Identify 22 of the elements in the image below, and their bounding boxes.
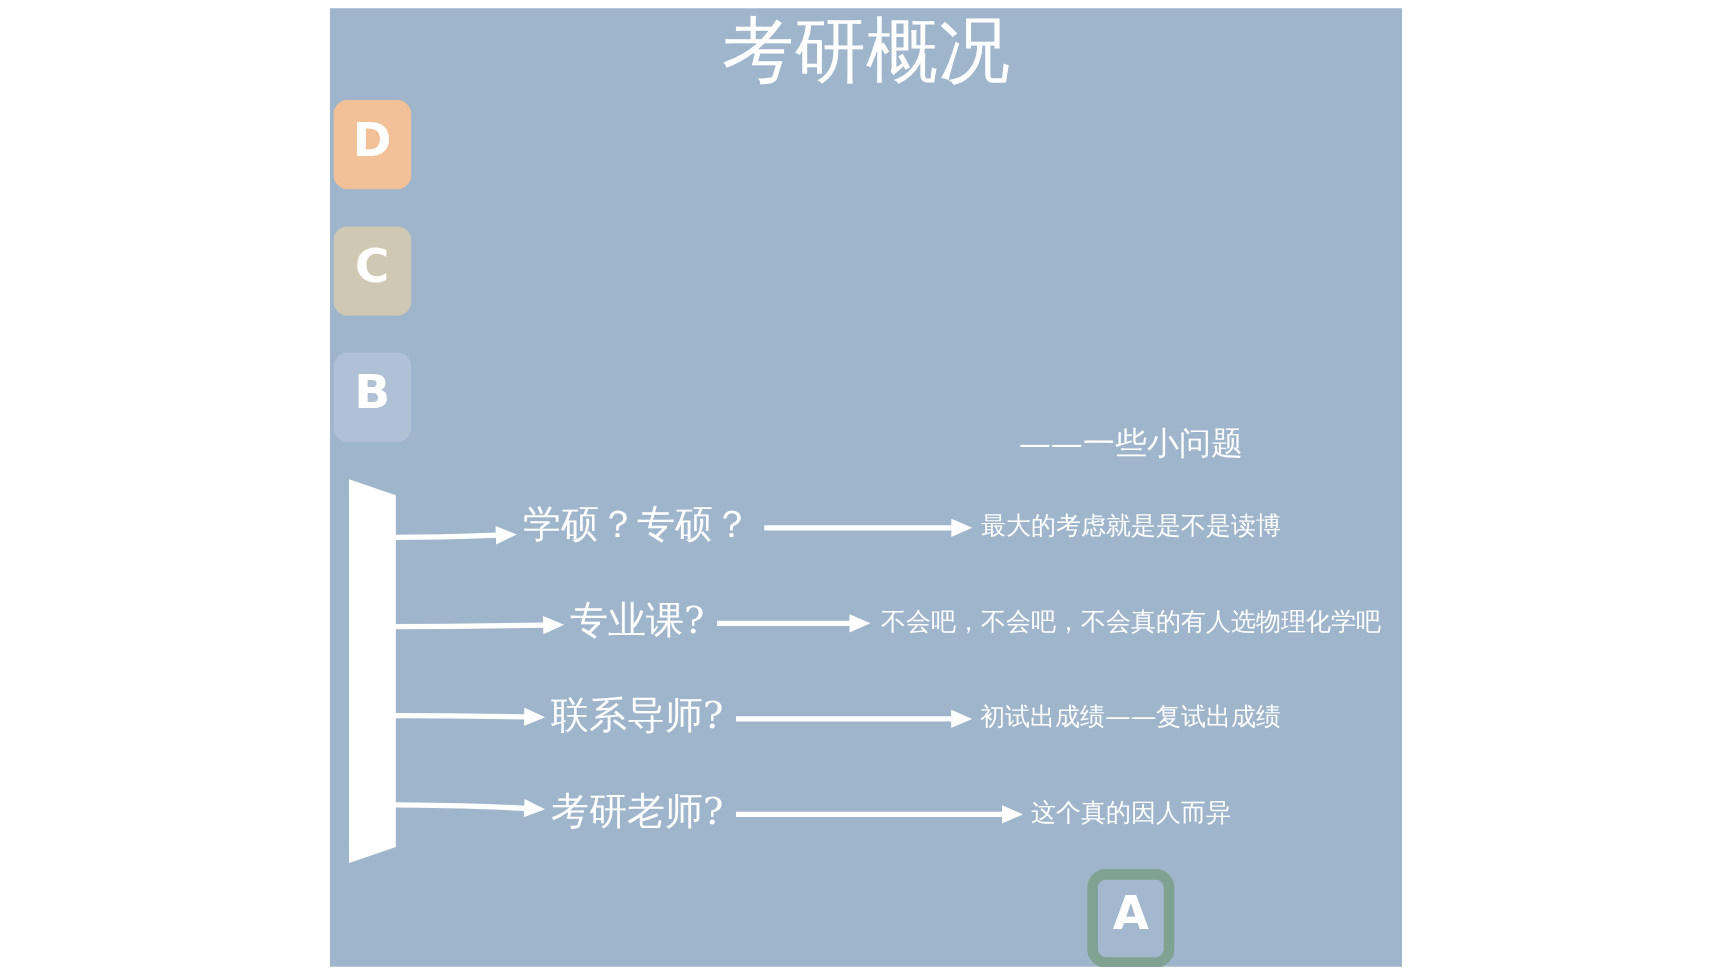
node-text: 联系导师? <box>551 693 724 738</box>
node-text: 这个真的因人而异 <box>1030 796 1231 827</box>
node-text: 最大的考虑就是是不是读博 <box>980 510 1281 541</box>
node-text: 不会吧，不会吧，不会真的有人选物理化学吧 <box>880 605 1381 636</box>
node-text: 初试出成绩——复试出成绩 <box>980 701 1282 732</box>
node-box: C <box>333 226 412 316</box>
diagram-title: 考研概况 <box>722 7 1010 92</box>
arrow <box>736 709 973 729</box>
arrow <box>717 614 871 633</box>
arrow <box>392 526 517 545</box>
arrow <box>392 799 546 818</box>
node-bar <box>349 479 396 863</box>
arrow <box>392 707 546 726</box>
node-text: 考研老师? <box>551 788 724 833</box>
arrow <box>764 518 973 537</box>
label: ——一些小问题 <box>1018 424 1243 463</box>
node-text: 专业课? <box>570 597 705 642</box>
arrow <box>736 805 1023 824</box>
arrow <box>392 615 565 635</box>
node-text: 学硕？专硕？ <box>523 502 752 547</box>
node-box: D <box>333 100 412 190</box>
node-box: A <box>1087 869 1175 967</box>
